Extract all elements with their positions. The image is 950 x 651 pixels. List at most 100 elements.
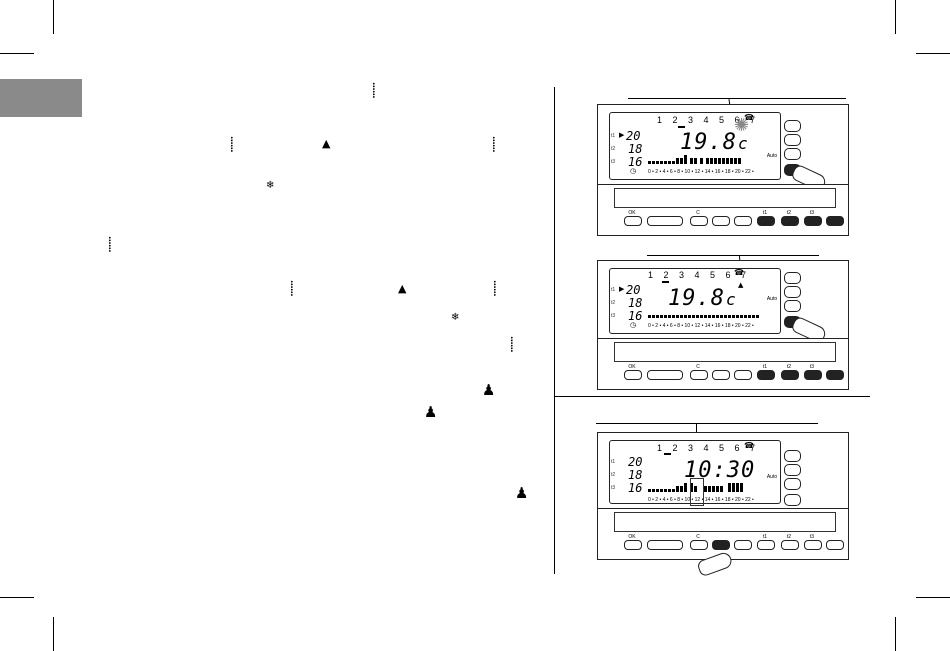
mode-label-t1: t1	[611, 133, 616, 139]
crop-mark	[916, 597, 950, 598]
key-9[interactable]	[826, 216, 844, 226]
radiator-icon: ⸽	[372, 83, 376, 99]
keypad-slot	[614, 188, 836, 208]
mode-label-auto: Auto	[766, 474, 778, 480]
triangle-up-icon: ▲	[398, 282, 407, 295]
key-9[interactable]	[826, 370, 844, 380]
key-2[interactable]	[647, 370, 683, 380]
status-dash	[662, 281, 669, 283]
mode-label-auto: Auto	[766, 296, 778, 302]
temperature-unit: c	[726, 290, 737, 309]
mode-label-t2: t2	[611, 472, 616, 478]
side-button-down[interactable]	[784, 148, 801, 160]
key-label-t3: t3	[809, 364, 815, 370]
key-label-c: C	[696, 210, 700, 216]
radiator-icon: ⸽	[492, 137, 496, 153]
lcd-screen	[609, 440, 781, 504]
person-icon: ♟	[515, 484, 529, 502]
selector-arrow: ▶	[619, 131, 625, 139]
key-2[interactable]	[647, 216, 683, 226]
keypad-panel	[597, 338, 849, 390]
key-t1[interactable]	[757, 216, 775, 226]
keypad-slot	[614, 342, 836, 362]
mode-label-t3: t3	[611, 159, 616, 165]
key-program[interactable]	[712, 540, 730, 550]
key-ok[interactable]	[624, 540, 642, 550]
side-button-down[interactable]	[784, 300, 801, 312]
section-tab	[0, 79, 82, 117]
crop-mark	[895, 617, 896, 651]
key-label-ok: OK	[628, 534, 636, 540]
radiator-icon: ⸽	[230, 137, 234, 153]
temperature-readout: 19.8	[668, 286, 725, 311]
radiator-icon: ⸽	[510, 337, 514, 353]
temperature-unit: c	[738, 134, 749, 153]
status-dash	[664, 453, 671, 455]
key-c[interactable]	[690, 216, 708, 226]
person-icon: ♟	[482, 381, 496, 399]
key-t1[interactable]	[757, 540, 775, 550]
key-9[interactable]	[826, 540, 844, 550]
phone-icon: ☎	[734, 268, 744, 277]
snowflake-icon: ❄	[266, 180, 275, 191]
side-button-1[interactable]	[784, 272, 801, 284]
key-label-t2: t2	[786, 534, 792, 540]
program-bar-graph	[648, 308, 768, 318]
key-label-t3: t3	[809, 534, 815, 540]
key-4[interactable]	[712, 370, 730, 380]
setpoint-t2: 18	[628, 468, 643, 482]
key-ok[interactable]	[624, 370, 642, 380]
side-button-up[interactable]	[784, 286, 801, 298]
key-ok[interactable]	[624, 216, 642, 226]
key-t1[interactable]	[757, 370, 775, 380]
mode-label-t1: t1	[611, 459, 616, 465]
key-label-t2: t2	[786, 210, 792, 216]
day-indicator: 1 2 3 4 5 6 7	[657, 443, 760, 453]
side-button-1[interactable]	[784, 450, 801, 462]
radiator-icon: ⸽	[290, 281, 294, 297]
key-t3[interactable]	[804, 540, 822, 550]
key-c[interactable]	[690, 540, 708, 550]
program-bar-graph	[648, 154, 758, 164]
key-label-c: C	[696, 364, 700, 370]
side-button-4[interactable]	[784, 494, 801, 506]
setpoint-t3: 20	[626, 129, 641, 143]
status-dash	[678, 126, 685, 128]
key-t3[interactable]	[804, 216, 822, 226]
key-5[interactable]	[734, 216, 752, 226]
side-button-1[interactable]	[784, 120, 801, 132]
key-5[interactable]	[734, 370, 752, 380]
key-label-t1: t1	[762, 364, 768, 370]
mode-label-auto: Auto	[766, 153, 778, 159]
program-bar-graph	[648, 482, 758, 492]
side-button-up[interactable]	[784, 134, 801, 146]
lcd-screen	[609, 112, 781, 180]
crop-mark	[53, 617, 54, 651]
key-t2[interactable]	[781, 216, 799, 226]
key-t3[interactable]	[804, 370, 822, 380]
crop-mark	[0, 597, 34, 598]
clock-icon: ◷	[630, 321, 637, 329]
column-divider	[554, 87, 555, 574]
key-t2[interactable]	[781, 540, 799, 550]
triangle-up-icon: ▲	[738, 281, 744, 289]
hour-scale: 0 • 2 • 4 • 6 • 8 • 10 • 12 • 14 • 16 • …	[648, 323, 754, 329]
key-2[interactable]	[647, 540, 683, 550]
side-button-up[interactable]	[784, 464, 801, 476]
mode-label-t1: t1	[611, 287, 616, 293]
key-5[interactable]	[734, 540, 752, 550]
caption-rule	[596, 423, 818, 424]
key-label-t3: t3	[809, 210, 815, 216]
phone-icon: ☎	[744, 441, 754, 450]
key-t2[interactable]	[781, 370, 799, 380]
current-hour-highlight	[690, 478, 704, 506]
keypad-panel	[597, 508, 849, 560]
side-button-down[interactable]	[784, 478, 801, 490]
key-label-ok: OK	[628, 210, 636, 216]
selector-arrow: ▶	[619, 285, 625, 293]
key-c[interactable]	[690, 370, 708, 380]
keypad-slot	[614, 512, 836, 532]
caption-rule	[628, 98, 846, 99]
key-4[interactable]	[712, 216, 730, 226]
triangle-up-icon: ▲	[322, 137, 331, 150]
